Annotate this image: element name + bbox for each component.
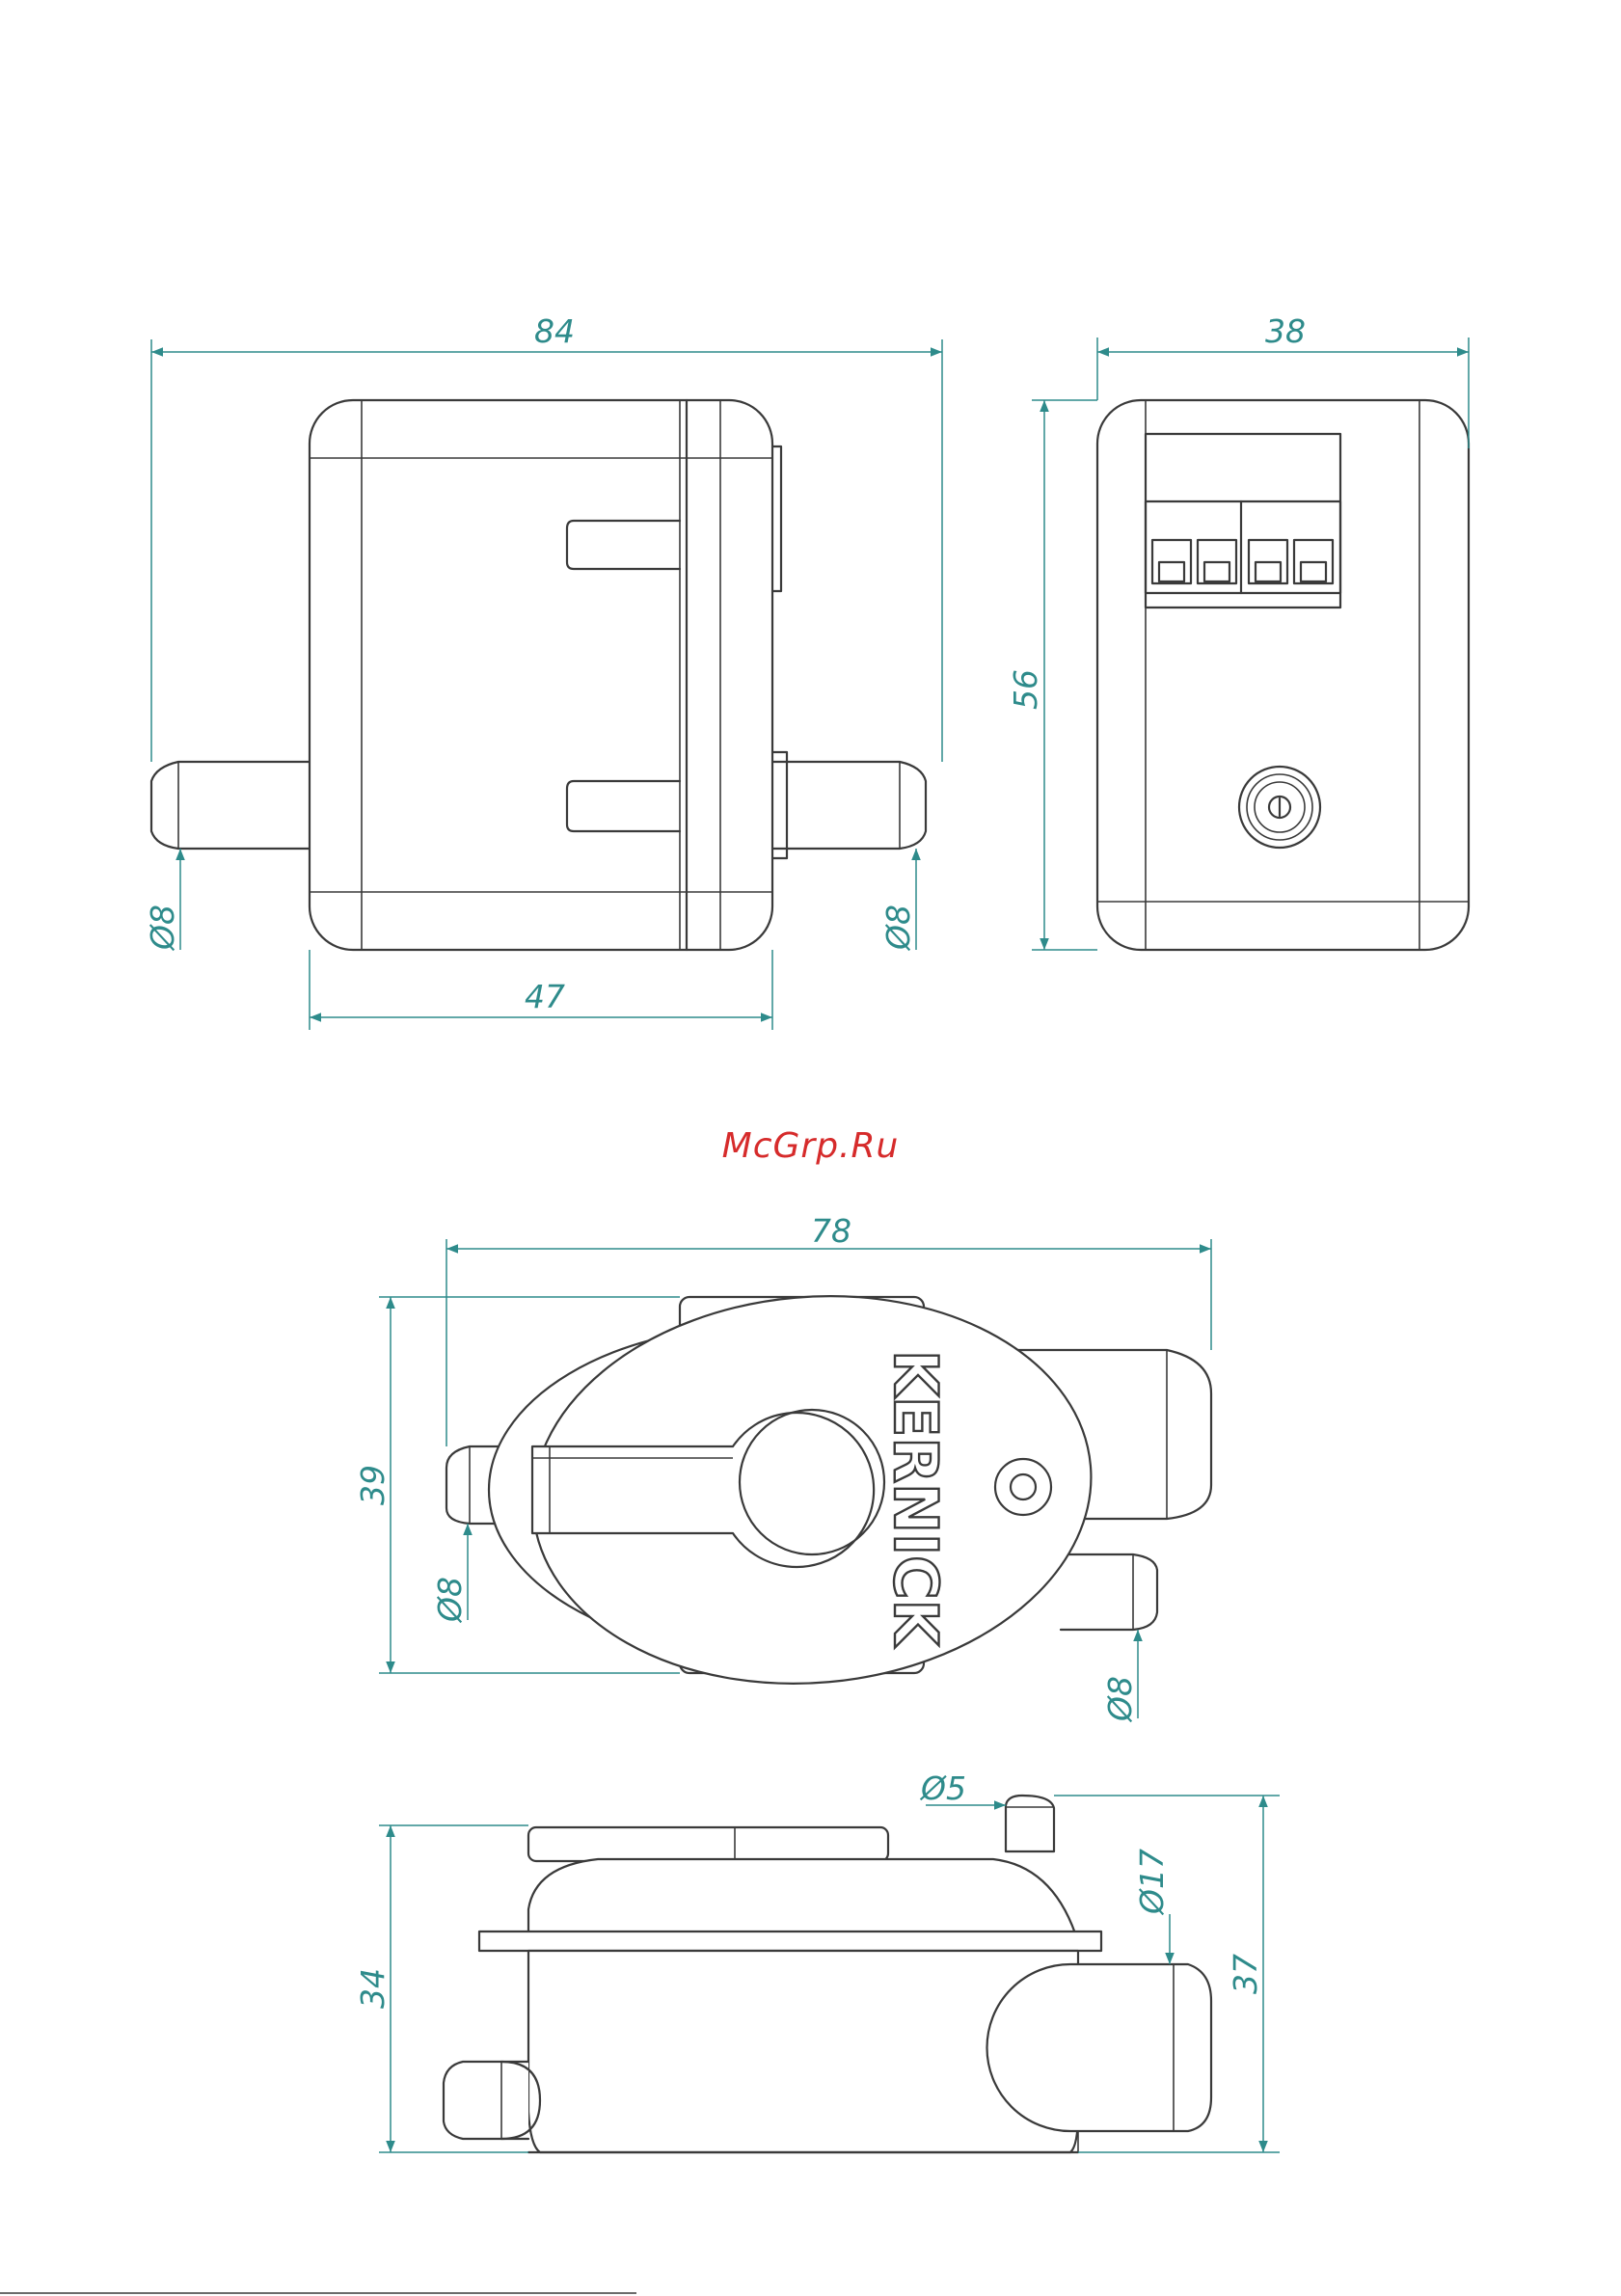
dim-top-height: 39 (354, 1465, 392, 1505)
dim-side-width: 38 (1265, 312, 1306, 350)
dim-top-right-spigot: Ø8 (1101, 1676, 1139, 1723)
dim-front-body-width: 47 (525, 978, 565, 1015)
dim-bottom-height-right: 37 (1227, 1954, 1264, 1994)
side-view (1097, 400, 1469, 950)
brand-logo-text: KERNICK (880, 1350, 951, 1648)
dim-bottom-dial: Ø17 (1133, 1849, 1171, 1916)
dim-front-left-spigot: Ø8 (144, 905, 181, 952)
bottom-view (444, 1796, 1211, 2152)
dim-front-width: 84 (534, 312, 575, 350)
dim-bottom-small-spigot: Ø5 (919, 1769, 966, 1807)
watermark-text: McGrp.Ru (0, 1126, 1621, 1166)
dim-top-left-spigot: Ø8 (431, 1577, 469, 1624)
front-view (151, 400, 926, 950)
dim-top-width: 78 (811, 1212, 851, 1250)
dim-bottom-height-left: 34 (354, 1968, 392, 2009)
dim-front-right-spigot: Ø8 (879, 905, 917, 952)
dim-side-height: 56 (1007, 669, 1044, 710)
top-view: KERNICK (446, 1273, 1211, 1706)
